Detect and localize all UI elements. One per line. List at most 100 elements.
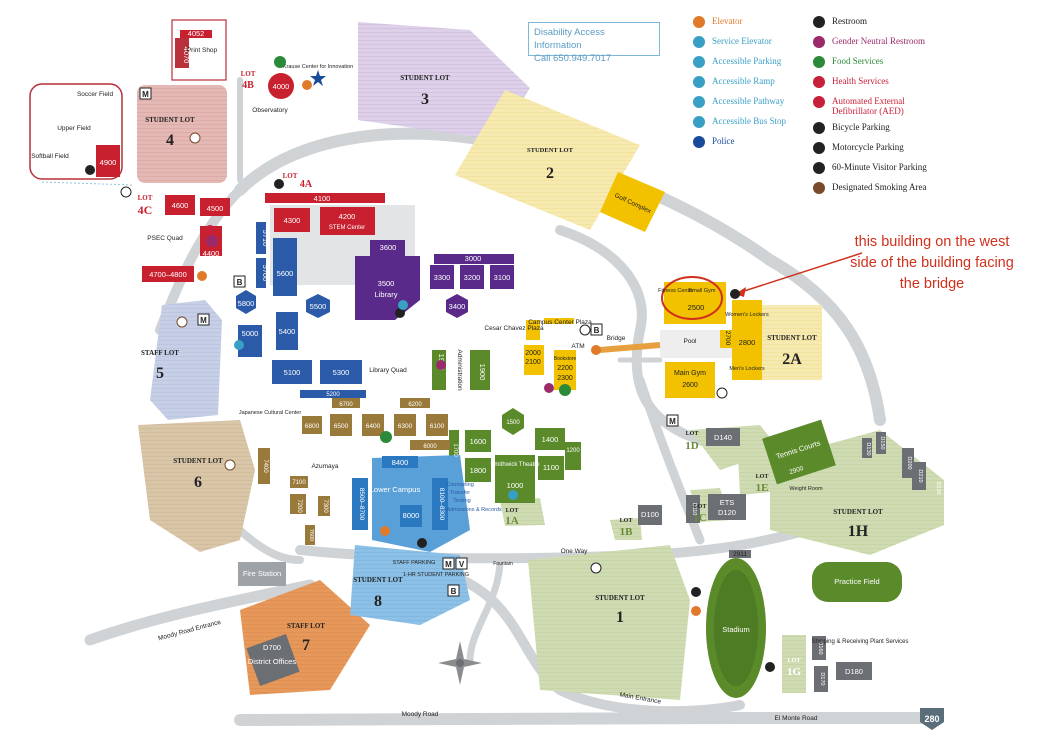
accessible-ramp-icon <box>693 76 705 88</box>
science-buildings <box>96 30 385 282</box>
building-4500[interactable] <box>200 198 230 216</box>
building-4200[interactable] <box>320 207 375 235</box>
svg-text:1000: 1000 <box>507 481 524 490</box>
compass-rose-icon <box>438 641 482 685</box>
bicycle-parking-icon <box>716 387 728 399</box>
svg-text:M: M <box>142 90 149 99</box>
building-4700-4800[interactable] <box>142 266 194 282</box>
svg-text:8400: 8400 <box>392 458 409 467</box>
building-2500[interactable] <box>664 282 726 324</box>
student-lot-2a[interactable] <box>762 305 822 380</box>
svg-text:1H: 1H <box>848 523 869 540</box>
building-4900[interactable] <box>96 145 120 177</box>
student-lot-4[interactable] <box>137 85 227 183</box>
building-5500[interactable] <box>306 294 330 318</box>
building-5100[interactable] <box>272 360 312 384</box>
svg-text:Upper Field: Upper Field <box>57 125 91 132</box>
svg-text:2A: 2A <box>782 351 802 368</box>
building-5600[interactable] <box>273 238 297 296</box>
svg-text:4A: 4A <box>300 179 313 190</box>
practice-field[interactable] <box>812 562 902 602</box>
staff-lot-5[interactable] <box>150 300 222 420</box>
health-services-icon <box>813 76 825 88</box>
svg-text:6100: 6100 <box>430 423 445 430</box>
legend-item-visitor-parking: 60-Minute Visitor Parking <box>813 162 927 174</box>
legend-item-health-services: Health Services <box>813 76 889 88</box>
student-lot-3[interactable] <box>358 22 530 140</box>
svg-text:2: 2 <box>546 165 554 182</box>
disability-access-info: Disability Access Information Call 650.9… <box>528 22 660 64</box>
svg-text:Krause Center for Innovation: Krause Center for Innovation <box>283 64 353 70</box>
svg-text:280: 280 <box>924 714 939 724</box>
tennis-courts[interactable] <box>762 419 836 485</box>
disability-info-line1: Disability Access Information <box>534 27 605 51</box>
service-elevator-icon <box>508 490 518 500</box>
svg-text:Women's Lockers: Women's Lockers <box>725 312 769 318</box>
smoking-area-icon <box>176 316 188 328</box>
building-5400[interactable] <box>276 312 298 350</box>
svg-text:3100: 3100 <box>494 273 511 282</box>
svg-text:Smithwick Theatre: Smithwick Theatre <box>490 462 540 468</box>
building-3400[interactable] <box>446 294 468 318</box>
building-4100[interactable] <box>265 193 385 203</box>
svg-text:Bridge: Bridge <box>607 335 626 342</box>
building-4600[interactable] <box>165 195 195 215</box>
legend-label: 60-Minute Visitor Parking <box>832 162 927 172</box>
lot-1g[interactable] <box>782 635 806 693</box>
svg-text:1200: 1200 <box>566 448 580 454</box>
svg-text:3500: 3500 <box>378 279 395 288</box>
svg-text:4100: 4100 <box>314 194 331 203</box>
svg-text:1E: 1E <box>756 482 769 494</box>
building-1500[interactable] <box>502 408 524 435</box>
svg-text:4: 4 <box>166 132 174 149</box>
building-2600-main-gym[interactable] <box>665 362 715 398</box>
svg-text:Fountain: Fountain <box>493 561 513 567</box>
legend-label: Bicycle Parking <box>832 122 890 132</box>
svg-text:5200: 5200 <box>326 392 340 398</box>
fire-station[interactable] <box>238 562 286 586</box>
svg-text:8000: 8000 <box>403 511 420 520</box>
svg-text:ATM: ATM <box>571 343 584 350</box>
svg-text:2915: 2915 <box>696 633 703 648</box>
lot-labels: STUDENT LOT 3 STUDENT LOT 2 STUDENT LOT … <box>138 70 883 678</box>
student-lot-1[interactable] <box>528 545 690 700</box>
building-4000[interactable] <box>268 73 294 99</box>
svg-text:Softball Field: Softball Field <box>31 153 69 160</box>
svg-text:1400: 1400 <box>542 435 559 444</box>
legend-item-food-services: Food Services <box>813 56 883 68</box>
building-5800[interactable] <box>236 290 256 314</box>
bicycle-parking-icon <box>120 186 132 198</box>
legend-item-elevator: Elevator <box>693 16 743 28</box>
service-elevator-icon <box>398 300 408 310</box>
svg-text:7600: 7600 <box>308 529 314 541</box>
svg-text:STUDENT LOT: STUDENT LOT <box>767 334 817 342</box>
building-4300[interactable] <box>274 208 310 232</box>
svg-text:6300: 6300 <box>398 423 413 430</box>
student-lot-6[interactable] <box>138 420 255 552</box>
svg-text:1700: 1700 <box>452 443 458 457</box>
student-lot-2[interactable] <box>455 90 640 230</box>
legend-label: Food Services <box>832 56 884 66</box>
svg-text:4900: 4900 <box>100 158 117 167</box>
svg-text:1B: 1B <box>620 526 634 538</box>
building-3500-library[interactable] <box>355 256 420 320</box>
svg-text:Men's Lockers: Men's Lockers <box>729 366 765 372</box>
svg-text:4000: 4000 <box>273 82 290 91</box>
svg-text:M: M <box>669 417 676 426</box>
legend-item-smoking-area: Designated Smoking Area <box>813 182 926 194</box>
lot-1a[interactable] <box>500 498 545 526</box>
golf-complex[interactable] <box>600 172 665 232</box>
svg-text:D220: D220 <box>935 481 941 494</box>
student-lot-8[interactable] <box>350 545 470 625</box>
svg-text:D160: D160 <box>817 641 823 654</box>
svg-text:4200: 4200 <box>339 212 356 221</box>
smoking-area-icon <box>189 132 201 144</box>
legend-item-service-elevator: Service Elevator <box>693 36 772 48</box>
legend-label: Designated Smoking Area <box>832 182 927 192</box>
svg-text:Small Gym: Small Gym <box>689 288 716 294</box>
building-5300[interactable] <box>320 360 362 384</box>
lot-1b[interactable] <box>610 518 642 540</box>
svg-text:Moody Road: Moody Road <box>402 711 439 718</box>
svg-text:B: B <box>594 326 600 335</box>
